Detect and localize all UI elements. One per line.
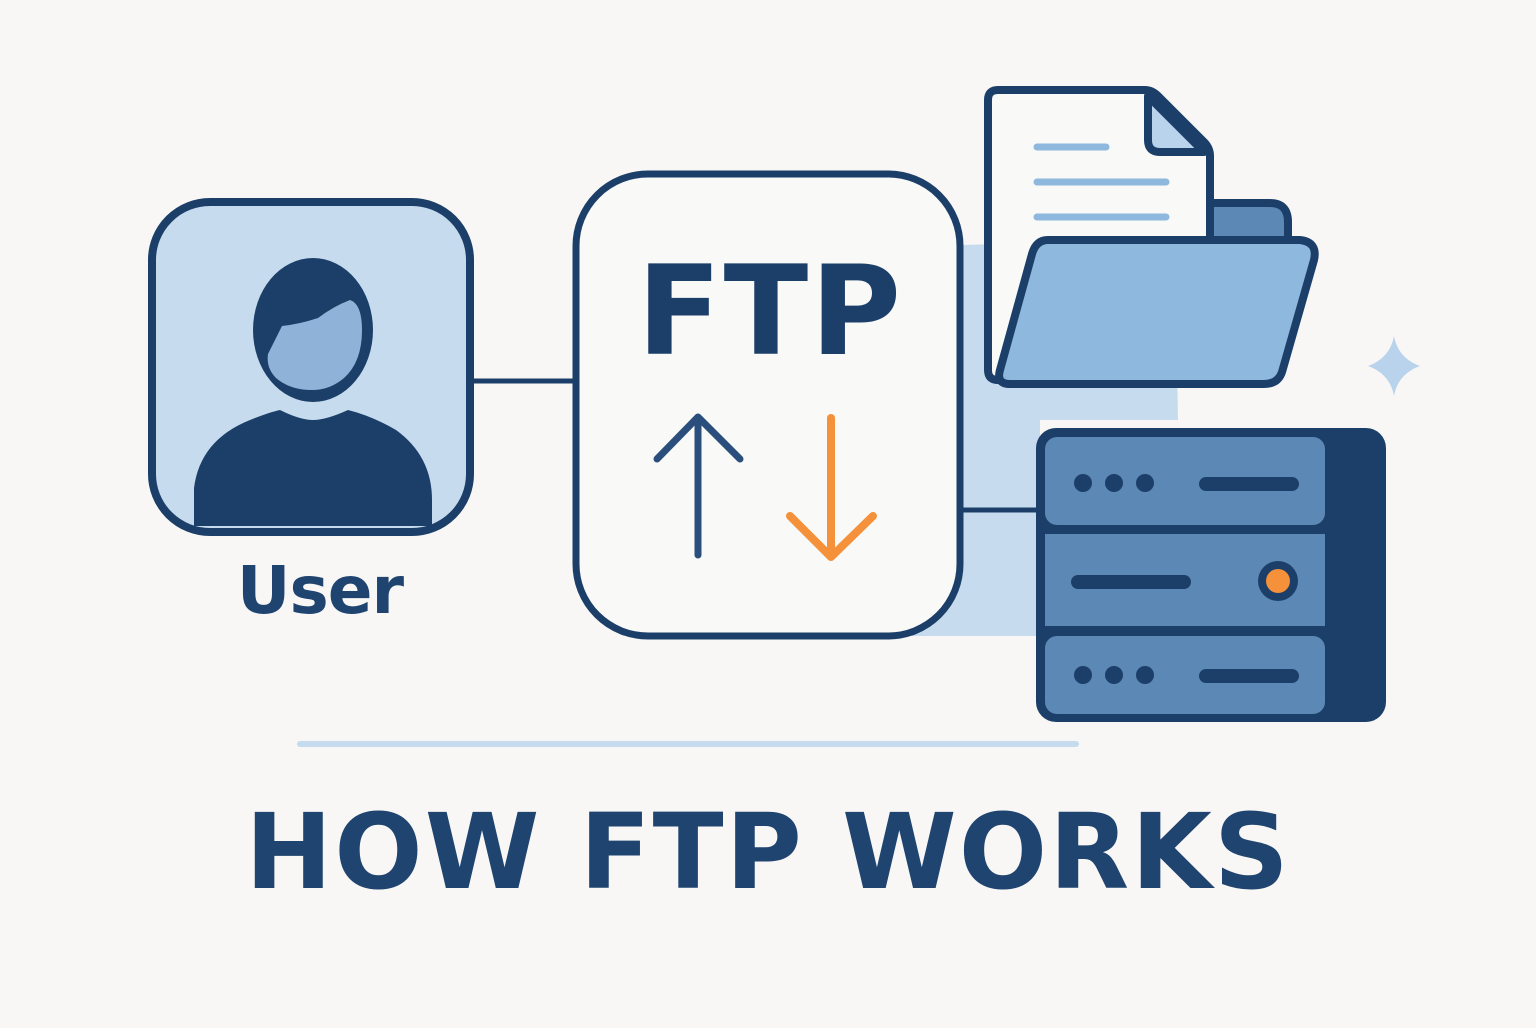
- user-card: [148, 198, 474, 536]
- ftp-label: FTP: [636, 240, 904, 384]
- page-title: HOW FTP WORKS: [245, 791, 1291, 913]
- folder-icon: [995, 199, 1319, 388]
- download-arrow-icon: [786, 414, 877, 561]
- user-avatar-icon: [194, 258, 432, 526]
- ftp-protocol-box: [572, 170, 964, 640]
- user-label: User: [236, 552, 404, 629]
- server-rack-icon: [1036, 428, 1386, 722]
- upload-arrow-icon: [653, 413, 744, 559]
- sparkle-icon: [1368, 336, 1420, 396]
